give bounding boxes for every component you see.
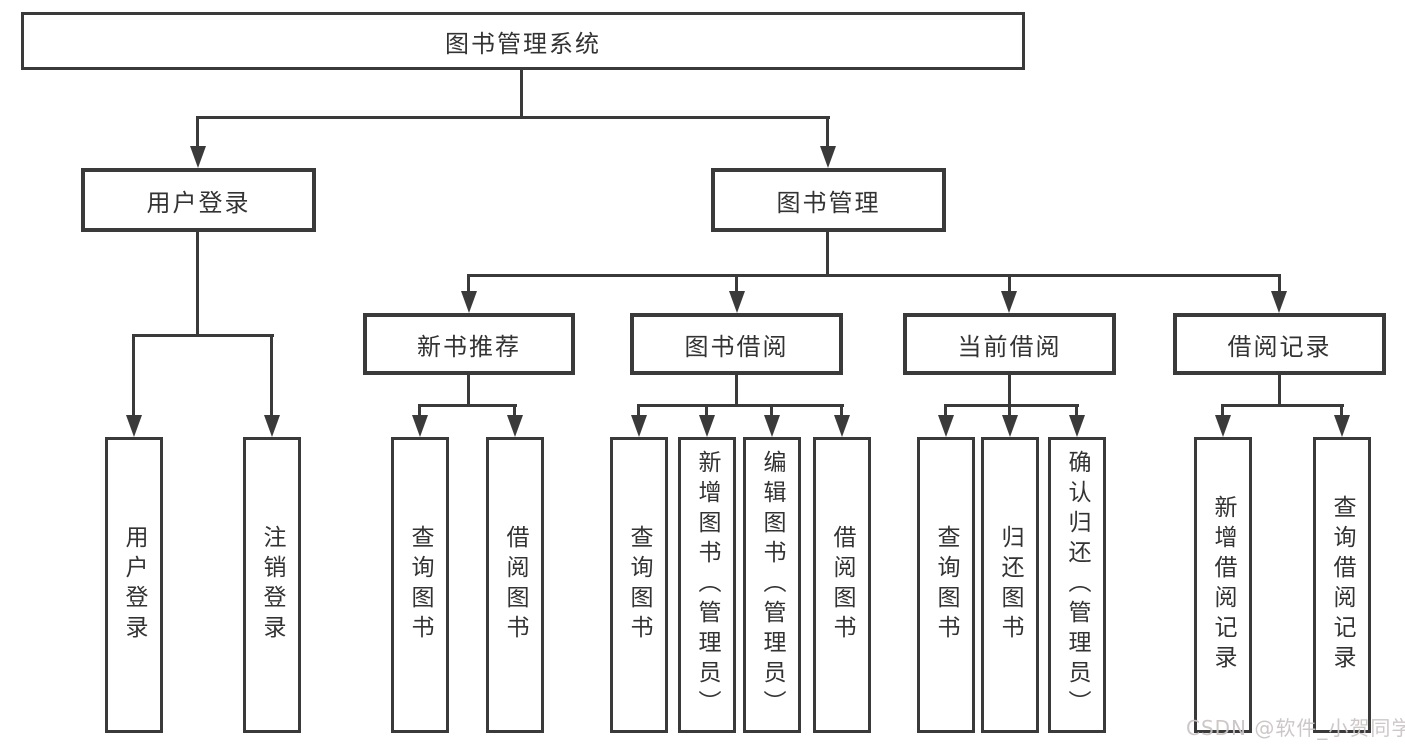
connector-line (132, 334, 135, 419)
csdn-watermark: CSDN @软件_小贺同学 (1186, 716, 1405, 740)
leaf-query-books-recommend-label: 查询图书 (407, 525, 433, 645)
connector-line (637, 404, 640, 418)
arrow-down (631, 415, 647, 437)
node-new-book-recommend-label: 新书推荐 (417, 332, 521, 361)
arrow-down (820, 146, 836, 168)
leaf-query-books-current-label: 查询图书 (933, 525, 959, 645)
leaf-user-login: 用户登录 (105, 437, 163, 733)
connector-line (637, 404, 844, 407)
node-current-borrowing-label: 当前借阅 (957, 332, 1062, 361)
arrow-down (834, 415, 850, 437)
node-book-management-label: 图书管理 (776, 188, 881, 217)
node-library-system-label: 图书管理系统 (445, 29, 601, 58)
connector-line (840, 404, 843, 418)
node-user-login: 用户登录 (81, 168, 316, 232)
connector-line (1221, 404, 1224, 418)
leaf-confirm-return-admin-label: 确认归还（管理员） (1064, 450, 1090, 720)
arrow-down (412, 415, 428, 437)
connector-line (1075, 404, 1078, 418)
leaf-add-book-admin: 新增图书（管理员） (678, 437, 736, 733)
leaf-logout-label: 注销登录 (259, 525, 285, 645)
node-new-book-recommend: 新书推荐 (363, 313, 575, 375)
connector-line (196, 116, 199, 148)
leaf-query-borrow-record-label: 查询借阅记录 (1329, 495, 1355, 675)
leaf-user-login-label: 用户登录 (121, 525, 147, 645)
connector-line (467, 375, 470, 407)
leaf-query-books-borrowing: 查询图书 (610, 437, 668, 733)
leaf-confirm-return-admin: 确认归还（管理员） (1048, 437, 1106, 733)
connector-line (1008, 404, 1011, 418)
arrow-down (190, 146, 206, 168)
connector-line (132, 334, 274, 337)
arrow-down (699, 415, 715, 437)
connector-line (1008, 274, 1011, 294)
connector-line (826, 116, 829, 148)
arrow-down (764, 415, 780, 437)
arrow-down (1271, 291, 1287, 313)
connector-line (1278, 375, 1281, 407)
connector-line (944, 404, 1079, 407)
connector-line (513, 404, 516, 418)
leaf-add-borrow-record: 新增借阅记录 (1194, 437, 1252, 733)
arrow-down (1001, 291, 1017, 313)
leaf-borrow-books-recommend-label: 借阅图书 (502, 525, 528, 645)
leaf-return-books: 归还图书 (981, 437, 1039, 733)
connector-line (944, 404, 947, 418)
leaf-add-borrow-record-label: 新增借阅记录 (1210, 495, 1236, 675)
arrow-down (126, 415, 142, 437)
node-current-borrowing: 当前借阅 (903, 313, 1116, 375)
connector-line (735, 274, 738, 294)
connector-line (735, 375, 738, 407)
arrow-down (1215, 415, 1231, 437)
arrow-down (729, 291, 745, 313)
leaf-borrow-books-borrowing-label: 借阅图书 (829, 525, 855, 645)
leaf-logout: 注销登录 (243, 437, 301, 733)
connector-line (418, 404, 421, 418)
arrow-down (461, 291, 477, 313)
node-book-borrowing: 图书借阅 (630, 313, 843, 375)
connector-line (705, 404, 708, 418)
leaf-query-books-recommend: 查询图书 (391, 437, 449, 733)
leaf-add-book-admin-label: 新增图书（管理员） (694, 450, 720, 720)
node-user-login-label: 用户登录 (146, 188, 251, 217)
leaf-edit-book-admin: 编辑图书（管理员） (743, 437, 801, 733)
leaf-edit-book-admin-label: 编辑图书（管理员） (759, 450, 785, 720)
connector-line (826, 232, 829, 277)
node-book-management: 图书管理 (711, 168, 946, 232)
node-library-system: 图书管理系统 (21, 12, 1025, 70)
connector-line (520, 70, 523, 118)
arrow-down (264, 415, 280, 437)
leaf-query-books-current: 查询图书 (917, 437, 975, 733)
connector-line (770, 404, 773, 418)
connector-line (467, 274, 1281, 277)
leaf-query-borrow-record: 查询借阅记录 (1313, 437, 1371, 733)
leaf-query-books-borrowing-label: 查询图书 (626, 525, 652, 645)
node-book-borrowing-label: 图书借阅 (684, 332, 789, 361)
connector-line (467, 274, 470, 294)
arrow-down (1069, 415, 1085, 437)
connector-line (270, 334, 273, 419)
node-borrowing-records: 借阅记录 (1173, 313, 1386, 375)
arrow-down (507, 415, 523, 437)
connector-line (1221, 404, 1344, 407)
leaf-return-books-label: 归还图书 (997, 525, 1023, 645)
node-borrowing-records-label: 借阅记录 (1227, 332, 1332, 361)
connector-line (196, 232, 199, 337)
connector-line (1340, 404, 1343, 418)
connector-line (1008, 375, 1011, 407)
arrow-down (938, 415, 954, 437)
leaf-borrow-books-borrowing: 借阅图书 (813, 437, 871, 733)
connector-line (1278, 274, 1281, 294)
arrow-down (1334, 415, 1350, 437)
connector-line (197, 116, 830, 119)
connector-line (418, 404, 517, 407)
arrow-down (1002, 415, 1018, 437)
leaf-borrow-books-recommend: 借阅图书 (486, 437, 544, 733)
